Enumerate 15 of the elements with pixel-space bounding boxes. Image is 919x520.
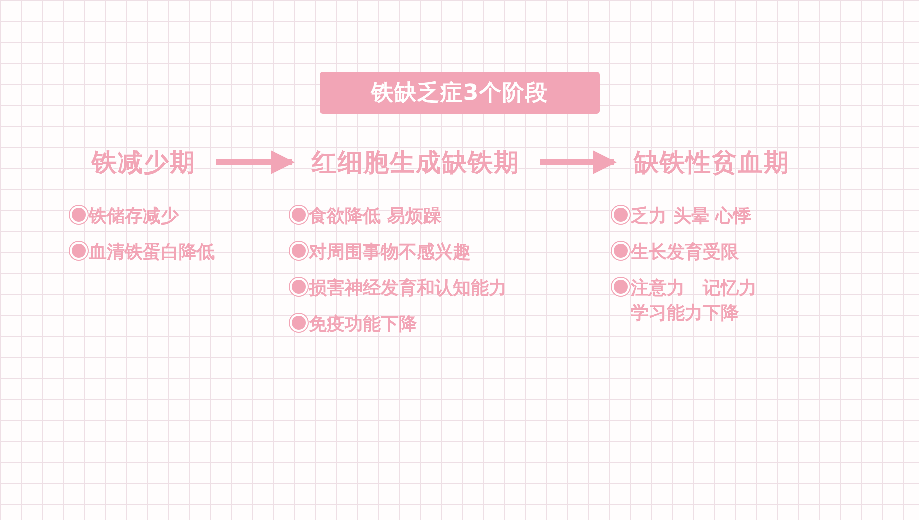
symptom-text: 铁储存减少 xyxy=(89,205,179,229)
symptom-text: 注意力 记忆力学习能力下降 xyxy=(631,277,758,326)
symptom-text: 损害神经发育和认知能力 xyxy=(309,277,507,301)
stage-heading: 红细胞生成缺铁期 xyxy=(312,146,520,179)
symptom-text: 乏力 头晕 心悸 xyxy=(631,205,752,229)
arrow xyxy=(540,150,617,174)
stage-heading: 铁减少期 xyxy=(92,146,196,179)
title-banner: 铁缺乏症3个阶段 xyxy=(320,72,600,114)
arrow xyxy=(216,150,295,174)
symptom-text: 对周围事物不感兴趣 xyxy=(309,241,471,265)
symptom-text: 血清铁蛋白降低 xyxy=(89,241,215,265)
symptom-text: 食欲降低 易烦躁 xyxy=(309,205,442,229)
symptom-text: 免疫功能下降 xyxy=(309,313,417,337)
stage-heading: 缺铁性贫血期 xyxy=(634,146,790,179)
symptom-text: 生长发育受限 xyxy=(631,241,739,265)
